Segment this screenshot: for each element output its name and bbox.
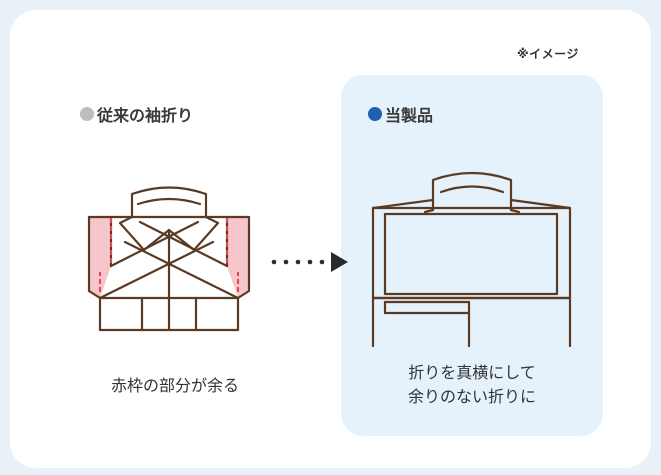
right-excess-area (227, 217, 249, 298)
blue-dot-icon (368, 107, 382, 121)
product-caption: 折りを真横にして 余りのない折りに (341, 361, 603, 409)
conventional-fold-illustration (87, 186, 251, 332)
conventional-caption: 赤枠の部分が余る (110, 376, 239, 395)
shirt-collar (130, 186, 208, 219)
conventional-heading: 従来の袖折り (80, 102, 193, 126)
shirt-body-outline (87, 215, 251, 332)
product-caption-line-1: 折りを真横にして (408, 363, 536, 382)
left-excess-area (89, 217, 111, 298)
product-heading: 当製品 (368, 102, 433, 126)
shirt-collar (431, 171, 513, 212)
product-fold-illustration (371, 171, 572, 348)
conventional-heading-text: 従来の袖折り (97, 106, 194, 125)
product-heading-text: 当製品 (385, 106, 434, 125)
folded-sleeve-band (371, 206, 572, 300)
product-caption-line-2: 余りのない折りに (407, 387, 536, 406)
gray-dot-icon (80, 107, 94, 121)
dotted-arrow-right-icon (271, 252, 348, 272)
image-note: ※イメージ (517, 47, 579, 61)
